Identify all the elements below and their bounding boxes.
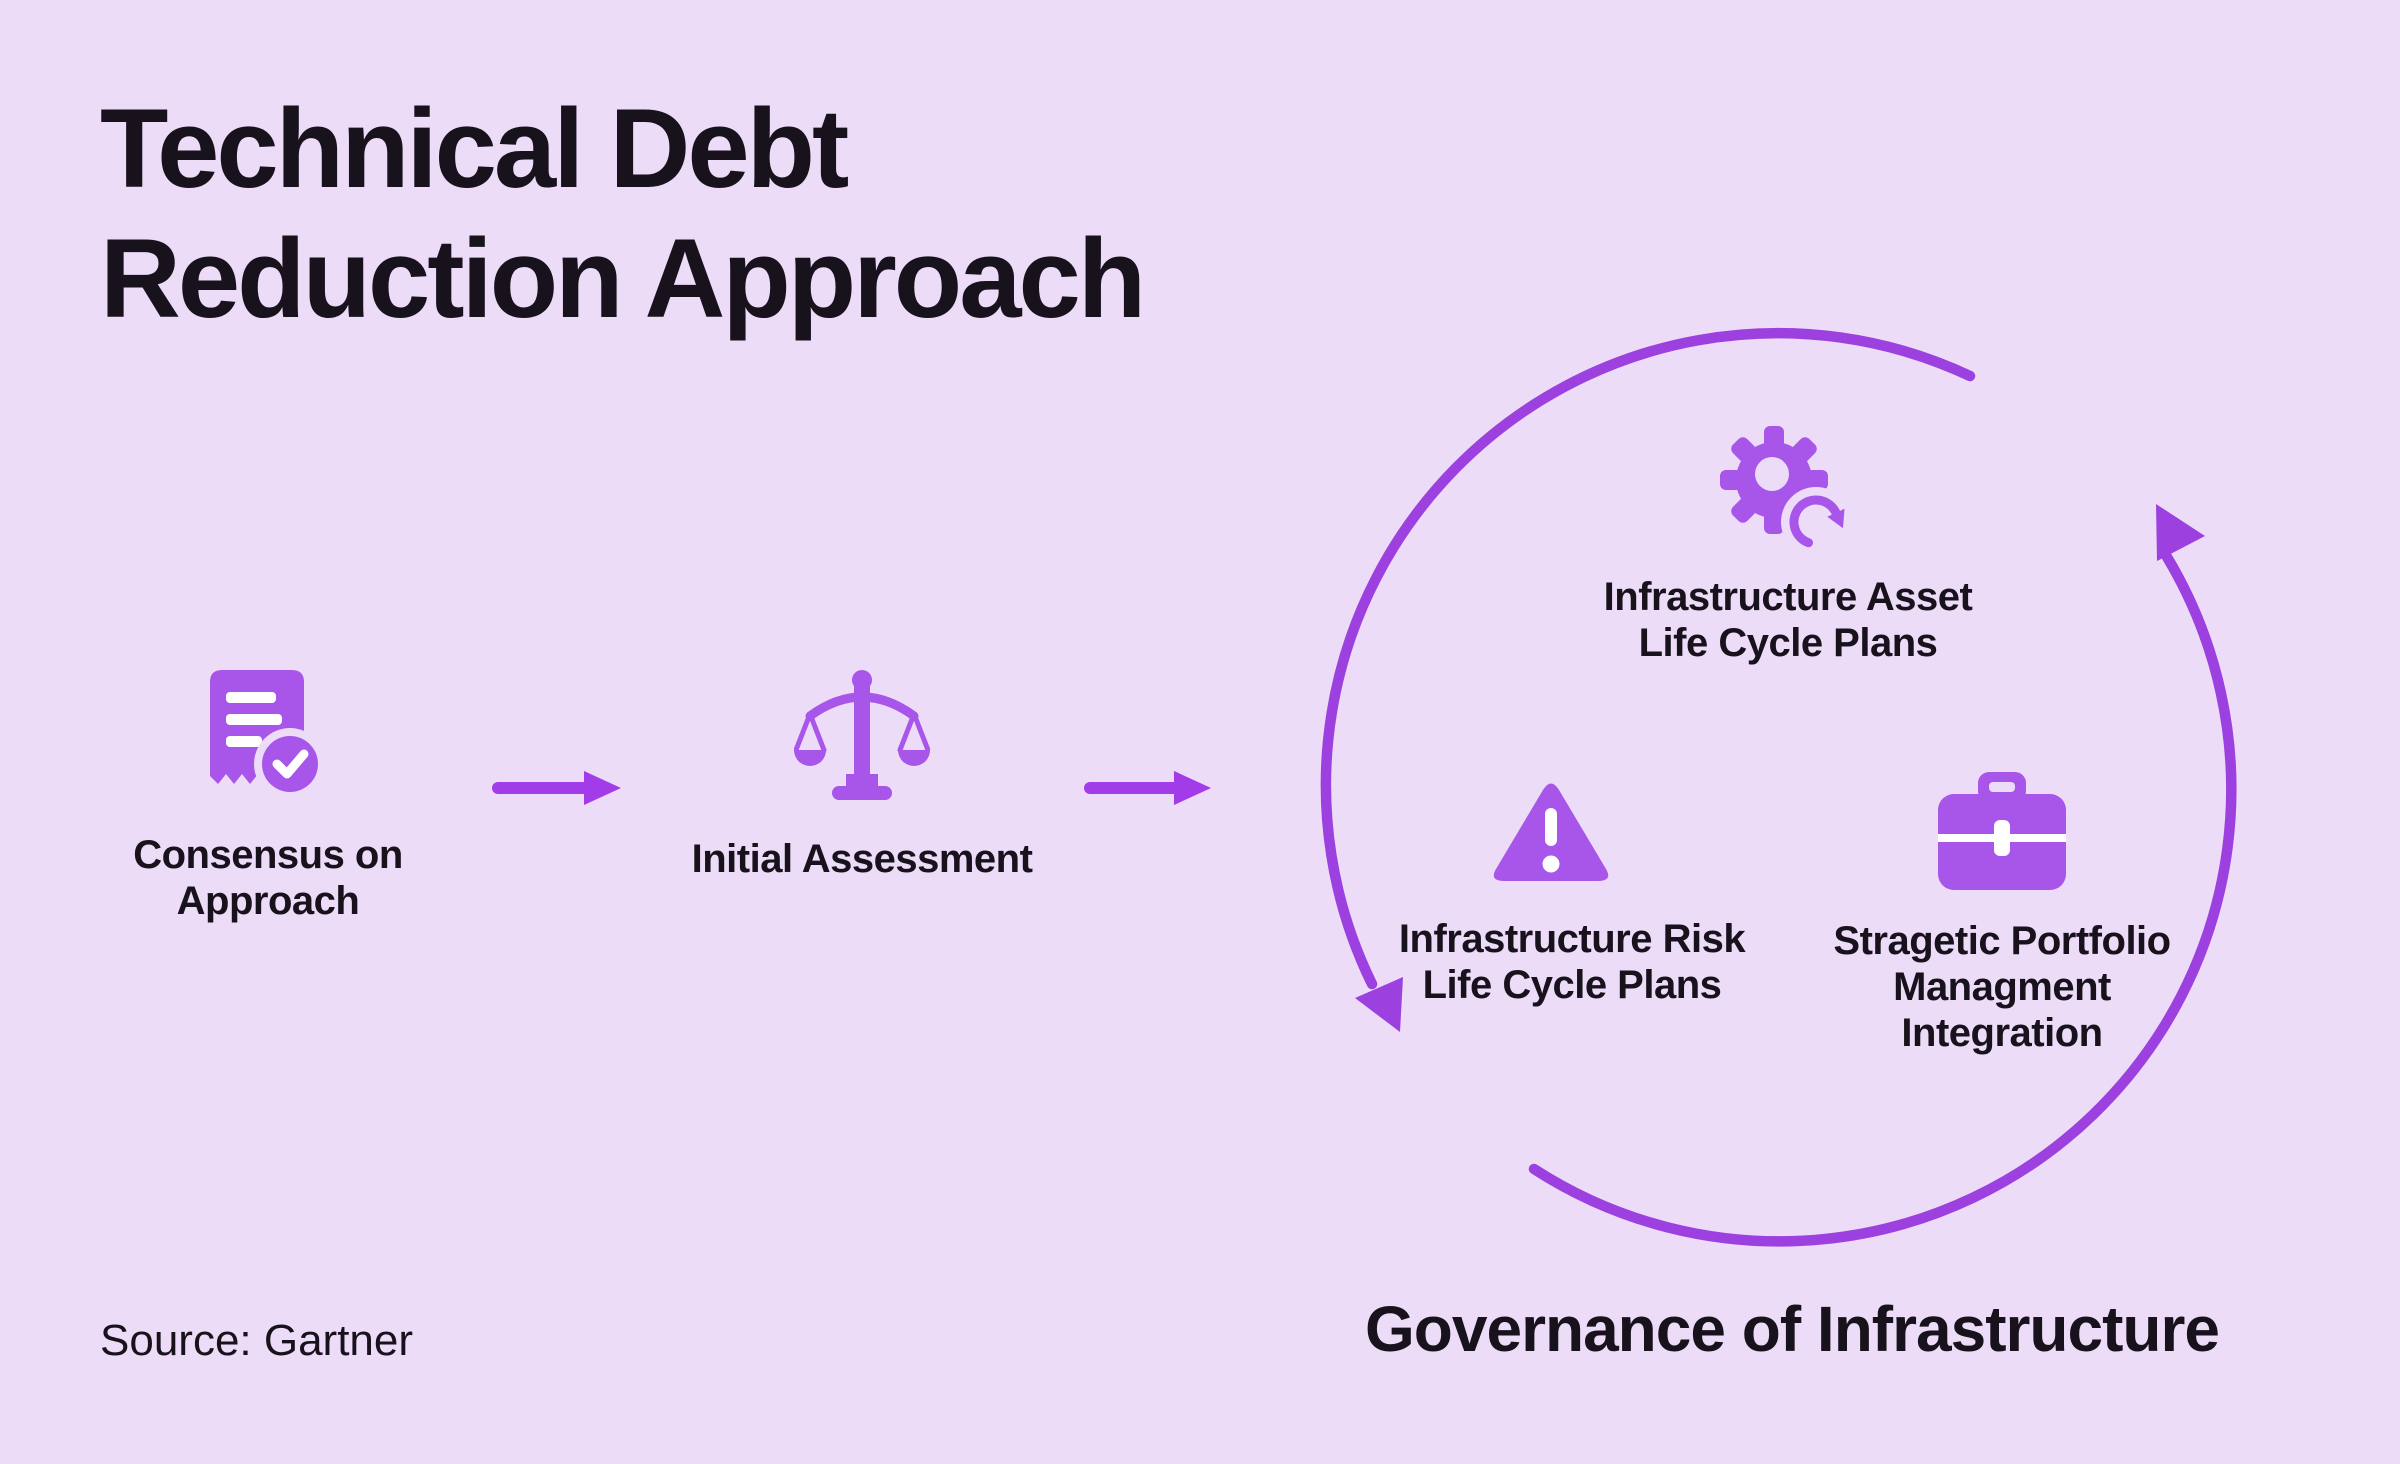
document-check-icon <box>210 670 326 800</box>
flow-arrow-2-icon <box>1084 771 1211 805</box>
page-title-line1: Technical Debt <box>100 86 849 211</box>
cycle-arc-left <box>1320 327 1976 990</box>
gear-refresh-icon <box>1720 426 1851 557</box>
briefcase-icon <box>1938 772 2066 890</box>
cycle-arrowhead-top-icon <box>2156 504 2205 561</box>
cycle-item-portfolio-label: Stragetic Portfolio Managment Integratio… <box>1833 919 2171 1055</box>
cycle-item-risk-label: Infrastructure Risk Life Cycle Plans <box>1398 917 1746 1007</box>
step-initial-assessment-label: Initial Assessment <box>691 837 1033 881</box>
flow-arrow-1-icon <box>492 771 621 805</box>
warning-icon <box>1493 783 1609 881</box>
page-title: Technical Debt Reduction Approach <box>100 84 1146 344</box>
source-note: Source: Gartner <box>100 1316 414 1365</box>
cycle-arrowhead-bottom-icon <box>1355 977 1403 1032</box>
step-consensus-label: Consensus on Approach <box>133 833 403 923</box>
page-title-line2: Reduction Approach <box>100 216 1146 341</box>
scales-icon <box>794 670 930 800</box>
cycle-caption: Governance of Infrastructure <box>1365 1293 2220 1365</box>
cycle-item-asset-label: Infrastructure Asset Life Cycle Plans <box>1603 575 1973 665</box>
cycle-arc-right <box>1528 551 2237 1247</box>
